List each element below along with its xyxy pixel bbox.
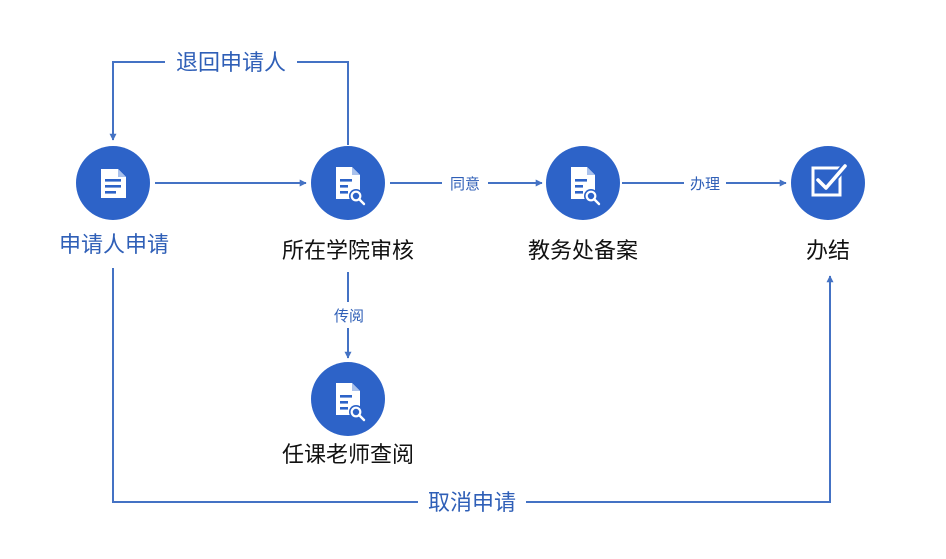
node-teacher: 任课老师查阅: [282, 362, 414, 468]
edge-return-to-applicant: [297, 61, 349, 145]
edge-label-process: 办理: [690, 175, 720, 193]
document-search-icon: [571, 167, 601, 206]
node-college-label: 所在学院审核: [282, 239, 414, 264]
document-icon: [101, 169, 126, 198]
node-registrar-label: 教务处备案: [528, 239, 638, 264]
node-registrar: 教务处备案: [528, 146, 638, 264]
node-apply-label: 申请人申请: [59, 233, 169, 258]
edge-return-to-applicant-tail: [109, 61, 165, 141]
edge-label-circulate: 传阅: [334, 307, 364, 325]
edge-label-agree: 同意: [450, 175, 480, 193]
node-college: 所在学院审核: [282, 146, 414, 264]
edge-label-return: 退回申请人: [176, 51, 286, 76]
document-search-icon: [336, 167, 366, 206]
edge-cancel-right: [526, 275, 834, 503]
document-search-icon: [336, 383, 366, 422]
node-apply: 申请人申请: [59, 146, 169, 258]
node-done-label: 办结: [806, 239, 850, 264]
checkbox-check-icon: [811, 162, 849, 197]
edge-label-cancel: 取消申请: [428, 491, 516, 516]
node-done: 办结: [791, 146, 865, 264]
edge-cancel-left: [112, 268, 418, 503]
connectors: [109, 61, 834, 503]
node-teacher-label: 任课老师查阅: [282, 443, 414, 468]
